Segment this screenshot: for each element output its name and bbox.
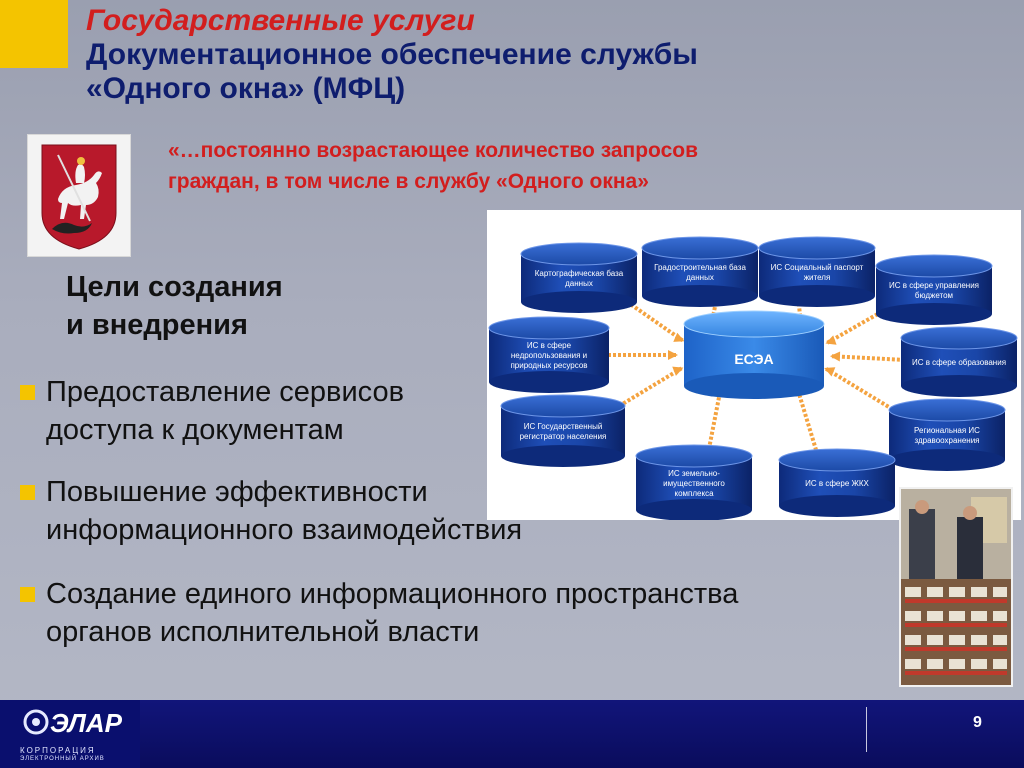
diagram-node-label: природных ресурсов [510,361,587,370]
goal-item-line-2: доступа к документам [46,414,344,446]
diagram-node-label: жителя [804,273,831,282]
diagram-node: ИС в сфере образования [900,326,1018,397]
goals-heading-line-2: и внедрения [66,309,248,341]
diagram-node-label: данных [686,273,714,282]
diagram-center-label: ЕСЭА [734,351,773,367]
diagram-node-label: ИС в сфере образования [912,358,1006,367]
goal-item: Предоставление сервисов доступа к докуме… [20,373,480,449]
diagram-arrowhead [673,332,685,342]
goals-heading-line-1: Цели создания [66,271,283,303]
diagram-node-label: Региональная ИС [914,426,980,435]
diagram-node-label: регистратор населения [520,432,607,441]
goal-item: Повышение эффективности информационного … [20,473,620,549]
diagram-arrowhead [829,351,841,362]
diagram-node-label: ИС в сфере [527,341,572,350]
diagram-node-label: бюджетом [915,291,953,300]
title-accent-block [0,0,68,68]
diagram-node-label: здравоохранения [914,436,979,445]
diagram-arrowhead [824,367,836,377]
quote-line-1: «…постоянно возрастающее количество запр… [168,139,699,162]
diagram-node-label: недропользования и [511,351,587,360]
diagram-arrow [825,367,919,427]
office-photo [899,487,1013,687]
diagram-node-label: ИС земельно- [668,469,720,478]
quote-line-2: граждан, в том числе в службу «Одного ок… [168,170,649,193]
diagram-arrow [831,354,928,364]
diagram-arrow [593,366,683,423]
goal-item-line-1: Повышение эффективности [46,476,428,508]
logo-subtitle-1: КОРПОРАЦИЯ [20,746,96,755]
elar-logo: ЭЛАР [0,700,140,768]
bullet-square-icon [20,587,35,602]
quote: «…постоянно возрастающее количество запр… [168,135,888,197]
diagram-arrowhead [668,350,678,360]
diagram-node-label: комплекса [674,489,714,498]
diagram-node-label: Картографическая база [535,269,624,278]
footer-divider [866,707,867,752]
diagram-center: ЕСЭА [683,310,825,399]
goal-item-line-2: органов исполнительной власти [46,616,480,648]
logo-subtitle-2: ЭЛЕКТРОННЫЙ АРХИВ [20,756,105,762]
bullet-square-icon [20,485,35,500]
diagram-node-label: ИС в сфере ЖКХ [805,479,869,488]
title-line-1: Государственные услуги [86,4,475,37]
diagram-node-label: ИС в сфере управления [889,281,979,290]
title-line-2: Документационное обеспечение службы [86,38,698,71]
diagram-node-label: имущественного [663,479,725,488]
diagram-arrowhead [672,366,684,376]
title-line-3: «Одного окна» (МФЦ) [86,72,406,105]
bullet-square-icon [20,385,35,400]
logo-wordmark: ЭЛАР [50,708,123,738]
goal-item-line-1: Создание единого информационного простра… [46,578,739,610]
diagram-node: ИС в сфере ЖКХ [778,448,896,517]
goals-heading: Цели создания и внедрения [66,268,283,344]
diagram-node-label: данных [565,279,593,288]
page-number: 9 [973,714,982,731]
goal-item-line-2: информационного взаимодействия [46,514,523,546]
diagram-arrow [705,387,723,457]
goal-item-line-1: Предоставление сервисов [46,376,405,408]
goal-item: Создание единого информационного простра… [20,575,880,651]
footer-bar [0,700,1024,768]
diagram-arrow [794,384,822,463]
diagram-arrowhead [825,335,837,345]
moscow-coat-of-arms-icon [28,135,130,256]
diagram-node-label: ИС Государственный [524,422,603,431]
diagram-node-label: Градостроительная база [654,263,746,272]
diagram-node-label: ИС Социальный паспорт [771,263,864,272]
